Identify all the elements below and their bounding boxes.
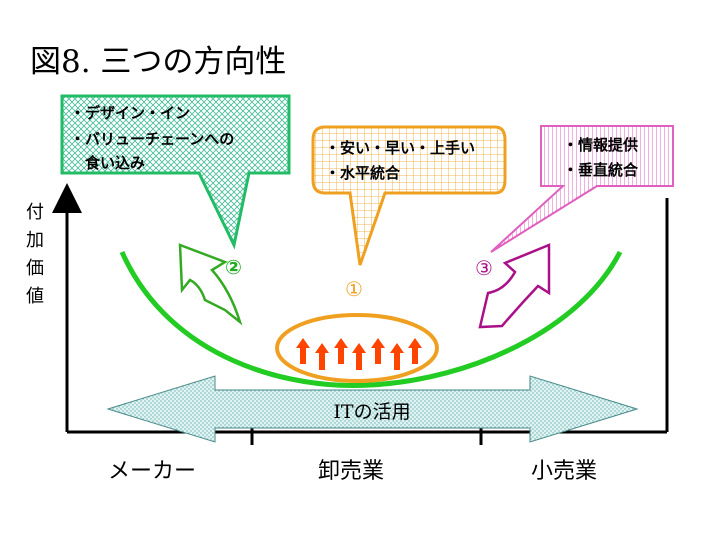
callout-left-line: ・デザイン・イン xyxy=(70,104,190,122)
svg-text:加: 加 xyxy=(26,230,44,251)
svg-text:値: 値 xyxy=(26,286,44,307)
arrow-up-left xyxy=(178,243,243,326)
callout-left-line: 食い込み xyxy=(70,154,145,172)
callout-left xyxy=(60,94,291,250)
callout-center xyxy=(311,125,507,266)
value-curve xyxy=(119,250,623,389)
arrow-up-right xyxy=(478,243,551,329)
y-axis-label: 付 加 価 値 xyxy=(26,202,44,307)
up-arrows-group xyxy=(296,338,422,370)
callout-left-line: ・バリューチェーンへの xyxy=(70,130,234,148)
up-arrow xyxy=(352,343,366,370)
x-label-retail: 小売業 xyxy=(531,459,597,484)
callout-center-line: ・水平統合 xyxy=(325,164,401,182)
up-arrow xyxy=(296,338,310,364)
number-2: ② xyxy=(225,255,242,279)
up-arrow xyxy=(334,338,348,364)
number-1: ① xyxy=(345,277,363,301)
up-arrow xyxy=(390,343,404,370)
x-label-wholesale: 卸売業 xyxy=(318,459,384,484)
callout-right-line: ・垂直統合 xyxy=(563,161,639,179)
page-title: 図8. 三つの方向性 xyxy=(30,44,286,80)
x-label-maker: メーカー xyxy=(108,459,196,484)
number-3: ③ xyxy=(475,256,493,280)
callout-center-line: ・安い・早い・上手い xyxy=(325,139,475,157)
up-arrow xyxy=(371,338,385,364)
center-ellipse xyxy=(275,313,439,383)
callout-right xyxy=(490,125,674,253)
svg-text:価: 価 xyxy=(26,258,44,279)
up-arrow xyxy=(408,338,422,364)
it-double-arrow xyxy=(106,375,639,443)
it-arrow-label: ITの活用 xyxy=(333,401,410,423)
svg-text:付: 付 xyxy=(26,202,44,223)
callout-right-line: ・情報提供 xyxy=(563,136,638,154)
up-arrow xyxy=(315,343,329,370)
